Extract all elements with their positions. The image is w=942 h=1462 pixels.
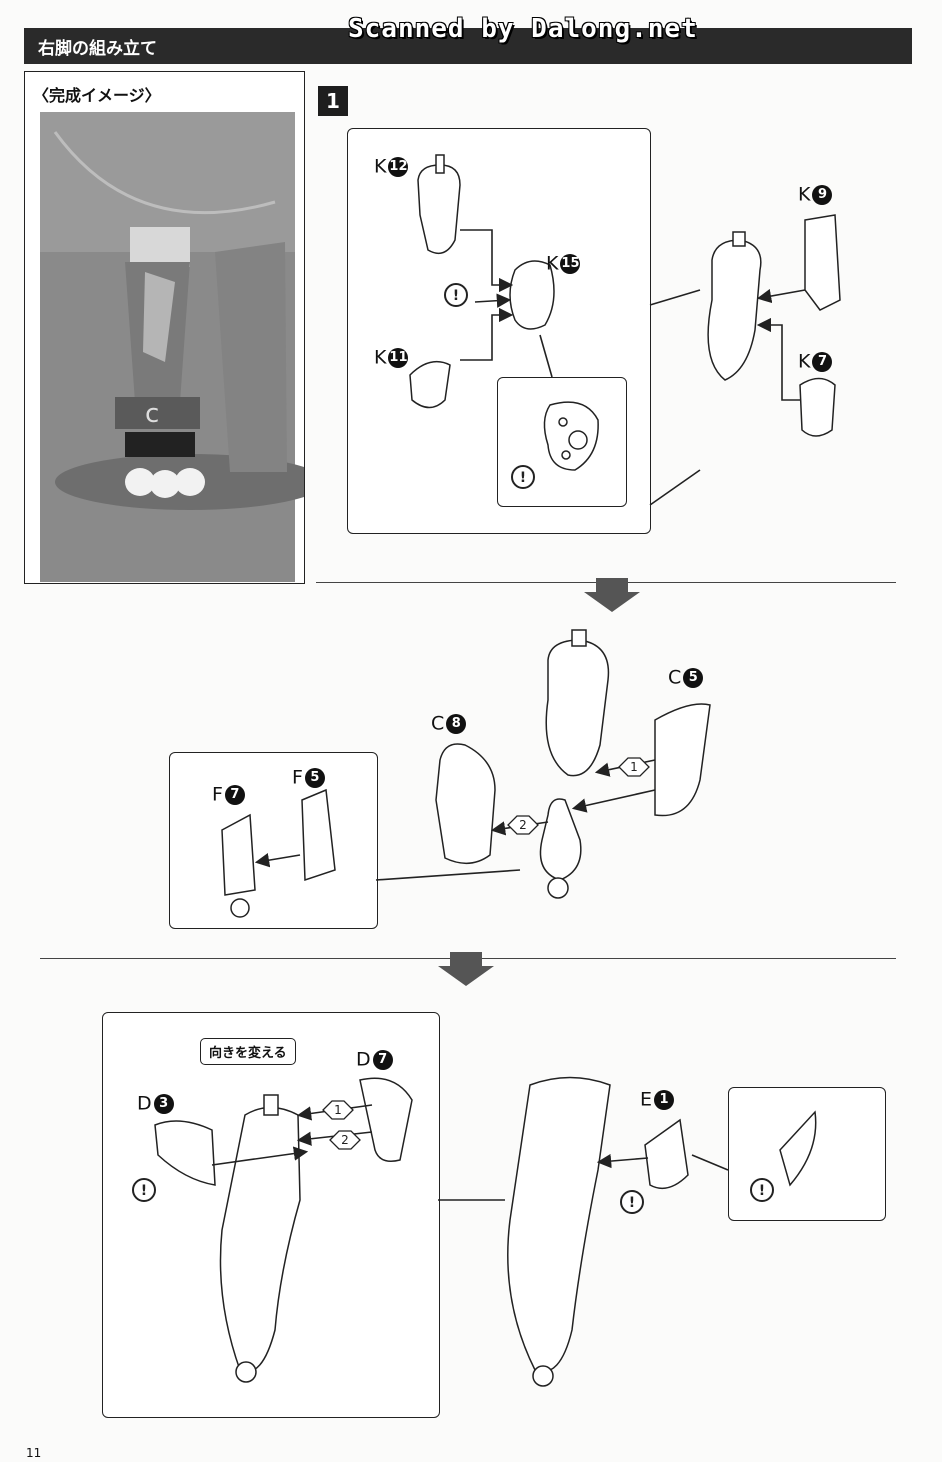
caution-icons: ! ! ! ! ! <box>132 283 774 1214</box>
thigh-assembly-drawing <box>707 239 762 381</box>
part-f5-drawing <box>301 788 336 882</box>
svg-text:c: c <box>145 399 159 429</box>
part-k11-drawing <box>409 360 451 409</box>
down-arrow-2 <box>438 952 494 986</box>
part-d7-drawing <box>359 1077 413 1162</box>
rotate-note-callout: 向きを変える <box>200 1038 296 1065</box>
knee-assembly-drawing <box>545 639 610 777</box>
svg-text:!: ! <box>629 1195 635 1211</box>
step-number-badge: 1 <box>318 86 348 116</box>
order-mark-2: 2 <box>507 815 539 835</box>
part-k12-peg <box>435 154 445 174</box>
part-e1-drawing <box>644 1118 689 1190</box>
section-header: 右脚の組み立て <box>24 28 912 64</box>
completed-figure-photo: c <box>40 112 304 582</box>
f-parts-frame <box>169 752 378 929</box>
part-k9-drawing <box>804 214 841 311</box>
svg-text:1: 1 <box>630 760 638 774</box>
section-title: 右脚の組み立て <box>38 39 157 59</box>
order-mark-1: 1 <box>322 1100 354 1120</box>
caution-icon: ! <box>132 1178 156 1202</box>
caution-icon: ! <box>750 1178 774 1202</box>
svg-text:!: ! <box>759 1183 765 1199</box>
page-number: 11 <box>26 1446 42 1460</box>
shin-right-drawing <box>507 1076 611 1373</box>
down-arrow-1 <box>584 578 640 612</box>
part-k12-drawing <box>417 164 461 255</box>
order-marks: 1 2 1 2 <box>322 757 650 1150</box>
caution-icon: ! <box>620 1190 644 1214</box>
svg-text:!: ! <box>141 1183 147 1199</box>
svg-text:2: 2 <box>519 818 527 832</box>
svg-text:1: 1 <box>334 1103 342 1117</box>
order-mark-1: 1 <box>618 757 650 777</box>
part-d3-drawing <box>154 1120 216 1186</box>
scan-watermark: Scanned by Dalong.net <box>348 14 698 44</box>
order-mark-2: 2 <box>329 1130 361 1150</box>
svg-text:!: ! <box>520 470 526 486</box>
svg-text:!: ! <box>453 288 459 304</box>
completed-image-box: 〈完成イメージ〉 c <box>24 71 305 584</box>
caution-icon: ! <box>511 465 535 489</box>
svg-text:2: 2 <box>341 1133 349 1147</box>
part-c8-drawing <box>435 743 496 864</box>
joint-part-drawing <box>539 798 582 881</box>
shin-left-drawing <box>219 1106 301 1373</box>
caution-icon: ! <box>444 283 468 307</box>
part-f7-drawing <box>221 813 256 896</box>
part-c5-drawing <box>654 703 711 817</box>
part-e1-detail <box>779 1110 817 1187</box>
completed-image-title: 〈完成イメージ〉 <box>33 86 161 105</box>
part-k7-drawing <box>799 377 836 437</box>
